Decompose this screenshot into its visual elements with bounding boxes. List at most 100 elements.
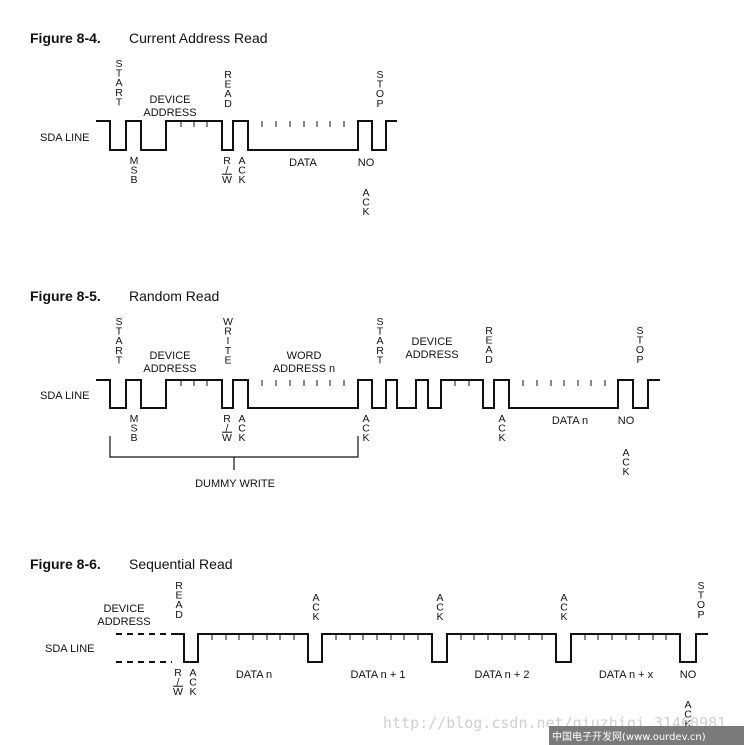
data-label-0: DATA n: [236, 669, 272, 681]
figure-8-5-sda-waveform: [96, 379, 660, 409]
word-address-line-2: ADDRESS n: [273, 363, 335, 375]
figure-8-5-sda-label: SDA LINE: [40, 390, 90, 402]
data-n-label: DATA n: [552, 415, 588, 427]
device-address-line-1: DEVICE: [150, 350, 191, 362]
device-address-line-1: DEVICE: [150, 94, 191, 106]
figure-8-4-number: Figure 8-4.: [30, 30, 101, 46]
device-address-2-line-2: ADDRESS: [405, 349, 458, 361]
figure-8-6-bit-ticks: [211, 634, 667, 640]
no-label: NO: [358, 157, 375, 169]
figure-8-4-sda-label: SDA LINE: [40, 132, 90, 144]
figure-8-4-title: Current Address Read: [129, 30, 268, 46]
device-address-line-1: DEVICE: [104, 603, 145, 615]
figure-8-6-sda-waveform: [172, 633, 708, 663]
figure-8-6-number: Figure 8-6.: [30, 556, 101, 572]
device-address-line-2: ADDRESS: [97, 616, 150, 628]
device-address-2-line-1: DEVICE: [412, 336, 453, 348]
device-address-line-2: ADDRESS: [143, 363, 196, 375]
rw-label: R/W: [222, 413, 232, 444]
no-label: NO: [680, 669, 697, 681]
data-label-1: DATA n + 1: [351, 669, 406, 681]
data-label-3: DATA n + x: [599, 669, 654, 681]
word-address-line-1: WORD: [287, 350, 322, 362]
dummy-write-brace: [109, 436, 359, 470]
no-label: NO: [618, 415, 635, 427]
data-label-2: DATA n + 2: [475, 669, 530, 681]
figure-8-6: Figure 8-6. Sequential Read SDA LINE DEV…: [30, 556, 708, 730]
figure-8-4-bit-ticks: [180, 121, 345, 127]
figure-8-5-bit-ticks: [180, 380, 606, 386]
watermark-site-bar: [549, 726, 744, 745]
figure-8-5-title: Random Read: [129, 288, 219, 304]
dummy-write-label: DUMMY WRITE: [195, 478, 275, 490]
figure-8-6-sda-dashed-start: [116, 633, 172, 663]
rw-text: R/W: [222, 413, 232, 444]
rw-text: R/W: [173, 667, 183, 698]
watermark-site: 中国电子开发网(www.ourdev.cn): [552, 730, 706, 743]
rw-label: R/W: [222, 155, 232, 186]
figure-8-6-title: Sequential Read: [129, 556, 233, 572]
figure-8-6-sda-label: SDA LINE: [45, 643, 95, 655]
figure-8-5-number: Figure 8-5.: [30, 288, 101, 304]
data-label: DATA: [289, 157, 317, 169]
rw-label: R/W: [173, 667, 183, 698]
figure-8-4: Figure 8-4. Current Address Read SDA LIN…: [30, 30, 397, 218]
figure-8-4-sda-waveform: [96, 120, 397, 151]
rw-text: R/W: [222, 155, 232, 186]
